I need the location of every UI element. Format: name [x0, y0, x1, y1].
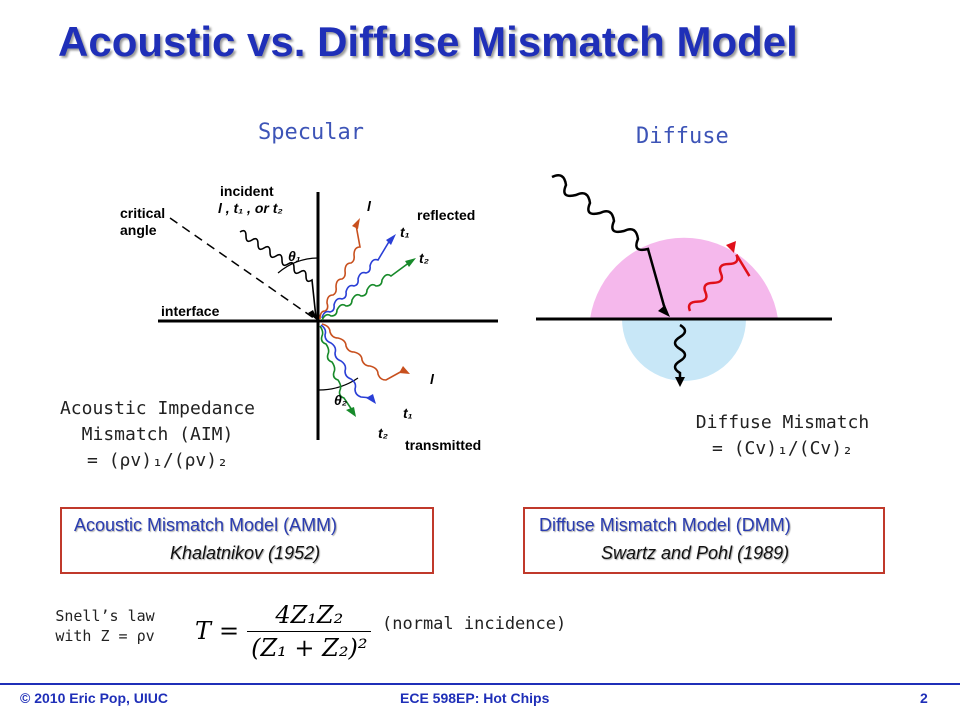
reflected-arrow-l [352, 218, 360, 229]
transmission-formula: T = 4Z₁Z₂ (Z₁ + Z₂)² [195, 596, 372, 666]
transmitted-wave-t1 [320, 324, 373, 399]
footer-course: ECE 598EP: Hot Chips [400, 690, 550, 706]
dm-line1: Diffuse Mismatch [695, 412, 870, 433]
dmm-box: Diffuse Mismatch Model (DMM) Swartz and … [523, 507, 885, 574]
reflected-wave-t2 [321, 261, 411, 321]
diffuse-reflected-arrow [726, 241, 736, 253]
transmitted-wave-l [321, 323, 405, 381]
diffuse-caption: Diffuse [636, 124, 729, 149]
interface-label: interface [161, 303, 220, 319]
transmitted-arrow-t1 [366, 394, 376, 404]
amm-author: Khalatnikov (1952) [170, 543, 321, 563]
theta1-label: θ₁ [288, 248, 301, 264]
aim-line3: = (ρv)₁/(ρv)₂ [87, 450, 228, 471]
dm-text: Diffuse Mismatch = (Cv)₁/(Cv)₂ [655, 410, 910, 462]
blue-hemisphere [622, 319, 746, 381]
theta2-arc [317, 377, 359, 391]
pink-hemisphere [590, 237, 778, 319]
critical-label-line1: critical [120, 205, 166, 221]
snell-text: Snell’s law with Z = ρv [40, 606, 170, 646]
incident-sublabel: l , t₁ , or t₂ [218, 200, 283, 216]
diffuse-incident-wave [551, 174, 668, 314]
transmitted-t1-label: t₁ [403, 405, 413, 421]
reflected-t2-label: t₂ [419, 250, 430, 266]
critical-angle-line [169, 217, 319, 322]
reflected-wave-t1 [321, 239, 391, 319]
formula-denominator: (Z₁ + Z₂)² [247, 630, 372, 662]
reflected-l-label: l [367, 198, 371, 214]
incident-wave [239, 229, 317, 319]
normal-incidence-note: (normal incidence) [382, 614, 567, 634]
page-title: Acoustic vs. Diffuse Mismatch Model [58, 18, 798, 65]
transmitted-wave-t2 [319, 325, 353, 411]
aim-line1: Acoustic Impedance [59, 398, 256, 419]
transmitted-t2-label: t₂ [378, 425, 389, 441]
formula-equals: = [219, 617, 240, 645]
reflected-arrow-t2 [405, 258, 416, 267]
theta1-arc [277, 257, 319, 274]
aim-line2: Mismatch (AIM) [81, 424, 234, 445]
formula-numerator: 4Z₁Z₂ [275, 600, 344, 629]
aim-text: Acoustic Impedance Mismatch (AIM) = (ρv)… [30, 396, 285, 474]
incident-label: incident [220, 183, 274, 199]
amm-title: Acoustic Mismatch Model (AMM) [74, 515, 338, 535]
transmitted-arrow-t2 [346, 407, 356, 417]
formula-fraction: 4Z₁Z₂ (Z₁ + Z₂)² [247, 600, 372, 662]
reflected-label: reflected [417, 207, 476, 223]
transmitted-label: transmitted [405, 437, 482, 453]
dm-line2: = (Cv)₁/(Cv)₂ [712, 438, 853, 459]
incident-arrowhead [308, 310, 318, 321]
amm-box: Acoustic Mismatch Model (AMM) Khalatniko… [60, 507, 434, 574]
specular-caption: Specular [258, 120, 364, 145]
diffuse-reflected-wave [687, 253, 751, 312]
critical-label-line2: angle [120, 222, 157, 238]
reflected-wave-l [319, 224, 361, 320]
critical-angle-label: critical angle [120, 205, 165, 239]
dmm-title: Diffuse Mismatch Model (DMM) [539, 515, 791, 535]
formula-T: T [195, 617, 212, 645]
dmm-author: Swartz and Pohl (1989) [601, 543, 790, 563]
footer-copyright: © 2010 Eric Pop, UIUC [20, 690, 169, 706]
diffuse-transmitted-arrow [675, 377, 685, 387]
diffuse-transmitted-wave [673, 323, 687, 379]
transmitted-arrow-l [399, 366, 410, 374]
theta2-label: θ₂ [334, 392, 348, 408]
diffuse-diagram [536, 174, 832, 387]
reflected-t1-label: t₁ [400, 224, 410, 240]
reflected-arrow-t1 [386, 234, 396, 245]
specular-diagram [158, 192, 498, 440]
transmitted-l-label: l [430, 371, 434, 387]
diffuse-incident-arrow [658, 305, 670, 317]
page-number: 2 [920, 690, 928, 706]
snell-line2: with Z = ρv [55, 627, 155, 645]
snell-line1: Snell’s law [55, 607, 155, 625]
footer-divider [0, 683, 960, 685]
